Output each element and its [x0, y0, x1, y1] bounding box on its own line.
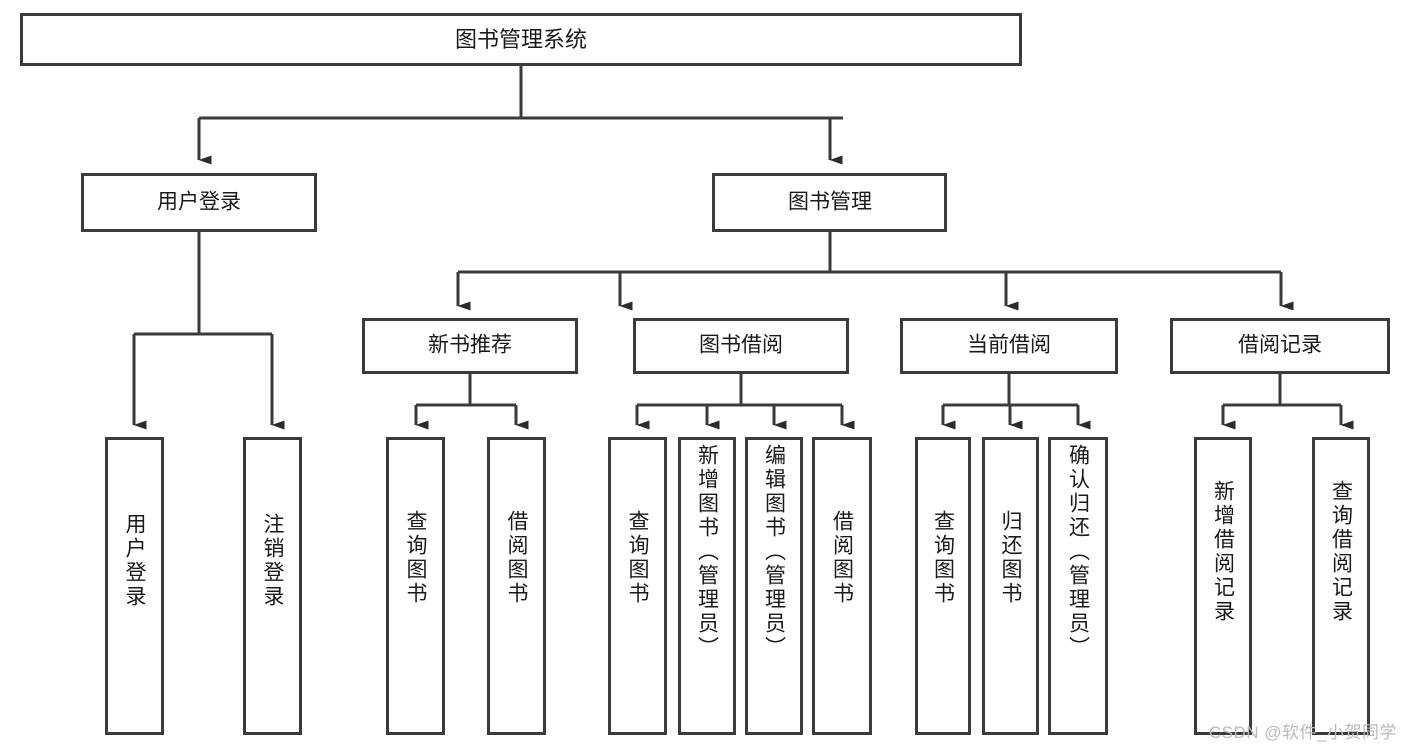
node-borrow-record[interactable]: 借阅记录 — [1170, 318, 1390, 374]
edges-current-borrow-to-leaves — [941, 373, 1091, 430]
leaf-borrow-book-rec-rect[interactable] — [487, 437, 546, 735]
node-book-borrow-label: 图书借阅 — [699, 334, 783, 357]
leaf-query-book-rec-rect[interactable] — [386, 437, 445, 735]
leaf-user-login-rect[interactable] — [105, 437, 164, 735]
leaf-return-book-rect[interactable] — [982, 437, 1039, 735]
node-book-manage[interactable]: 图书管理 — [712, 173, 947, 232]
node-book-manage-rect — [712, 173, 947, 232]
node-root[interactable]: 图书管理系统 — [20, 13, 1022, 66]
node-user-login[interactable]: 用户登录 — [81, 173, 317, 232]
edges-root-to-level2 — [197, 66, 843, 165]
leaf-edit-book-admin-rect[interactable] — [745, 437, 803, 735]
node-new-book-recommend-label: 新书推荐 — [428, 334, 512, 357]
leaf-boxes — [105, 437, 1370, 735]
node-book-borrow-rect — [633, 318, 849, 374]
leaf-borrow-book-borrow-rect[interactable] — [812, 437, 872, 735]
leaf-logout-login-rect[interactable] — [243, 437, 302, 735]
node-user-login-label: 用户登录 — [157, 191, 241, 214]
edges-book-manage-to-level3 — [456, 231, 1294, 311]
edges-book-borrow-to-leaves — [635, 373, 855, 430]
csdn-watermark: CSDN @软件_小贺同学 — [1208, 723, 1397, 742]
node-new-book-recommend-rect — [362, 318, 578, 374]
node-current-borrow[interactable]: 当前借阅 — [900, 318, 1118, 374]
edges-borrow-record-to-leaves — [1221, 373, 1354, 430]
node-borrow-record-label: 借阅记录 — [1238, 334, 1322, 357]
node-book-manage-label: 图书管理 — [788, 191, 872, 214]
leaf-query-book-borrow-rect[interactable] — [608, 437, 667, 735]
node-root-label: 图书管理系统 — [455, 27, 587, 52]
node-current-borrow-rect — [900, 318, 1118, 374]
leaf-add-book-admin-rect[interactable] — [678, 437, 736, 735]
node-book-borrow[interactable]: 图书借阅 — [633, 318, 849, 374]
node-root-rect — [20, 13, 1022, 66]
node-new-book-recommend[interactable]: 新书推荐 — [362, 318, 578, 374]
leaf-confirm-return-admin-rect[interactable] — [1048, 437, 1108, 735]
node-borrow-record-rect — [1170, 318, 1390, 374]
leaf-query-borrow-record-rect[interactable] — [1312, 437, 1370, 735]
node-user-login-rect — [81, 173, 317, 232]
leaf-query-book-current-rect[interactable] — [915, 437, 971, 735]
node-current-borrow-label: 当前借阅 — [967, 334, 1051, 357]
edges-new-book-recommend-to-leaves — [414, 373, 529, 430]
leaf-add-borrow-record-rect[interactable] — [1194, 437, 1252, 735]
edges-user-login-to-leaves — [132, 231, 285, 430]
